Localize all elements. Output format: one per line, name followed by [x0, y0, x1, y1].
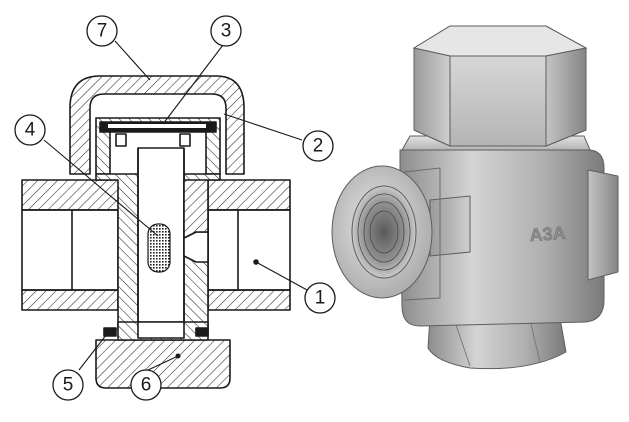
- callout-1: 1: [304, 282, 336, 314]
- strainer-screen: [147, 223, 171, 273]
- bottom-nut: [427, 317, 567, 370]
- svg-text:3: 3: [221, 21, 232, 42]
- callout-2: 2: [302, 130, 334, 162]
- svg-text:5: 5: [63, 375, 74, 396]
- render-body: [399, 149, 605, 327]
- callout-3: 3: [210, 15, 242, 47]
- callout-6: 6: [130, 369, 162, 401]
- svg-text:6: 6: [141, 375, 152, 396]
- cap-shell: [69, 75, 245, 175]
- gasket: [103, 327, 117, 337]
- svg-text:4: 4: [25, 120, 36, 141]
- svg-text:2: 2: [313, 136, 324, 157]
- callout-7: 7: [86, 15, 118, 47]
- callout-4: 4: [14, 114, 46, 146]
- svg-text:1: 1: [315, 288, 326, 309]
- steam-trap-render: A3A: [331, 25, 619, 370]
- steam-trap-cross-section: [21, 75, 291, 389]
- svg-text:7: 7: [97, 21, 108, 42]
- body-marking: A3A: [529, 223, 566, 245]
- callout-5: 5: [52, 369, 84, 401]
- strainer-cap: [95, 339, 231, 389]
